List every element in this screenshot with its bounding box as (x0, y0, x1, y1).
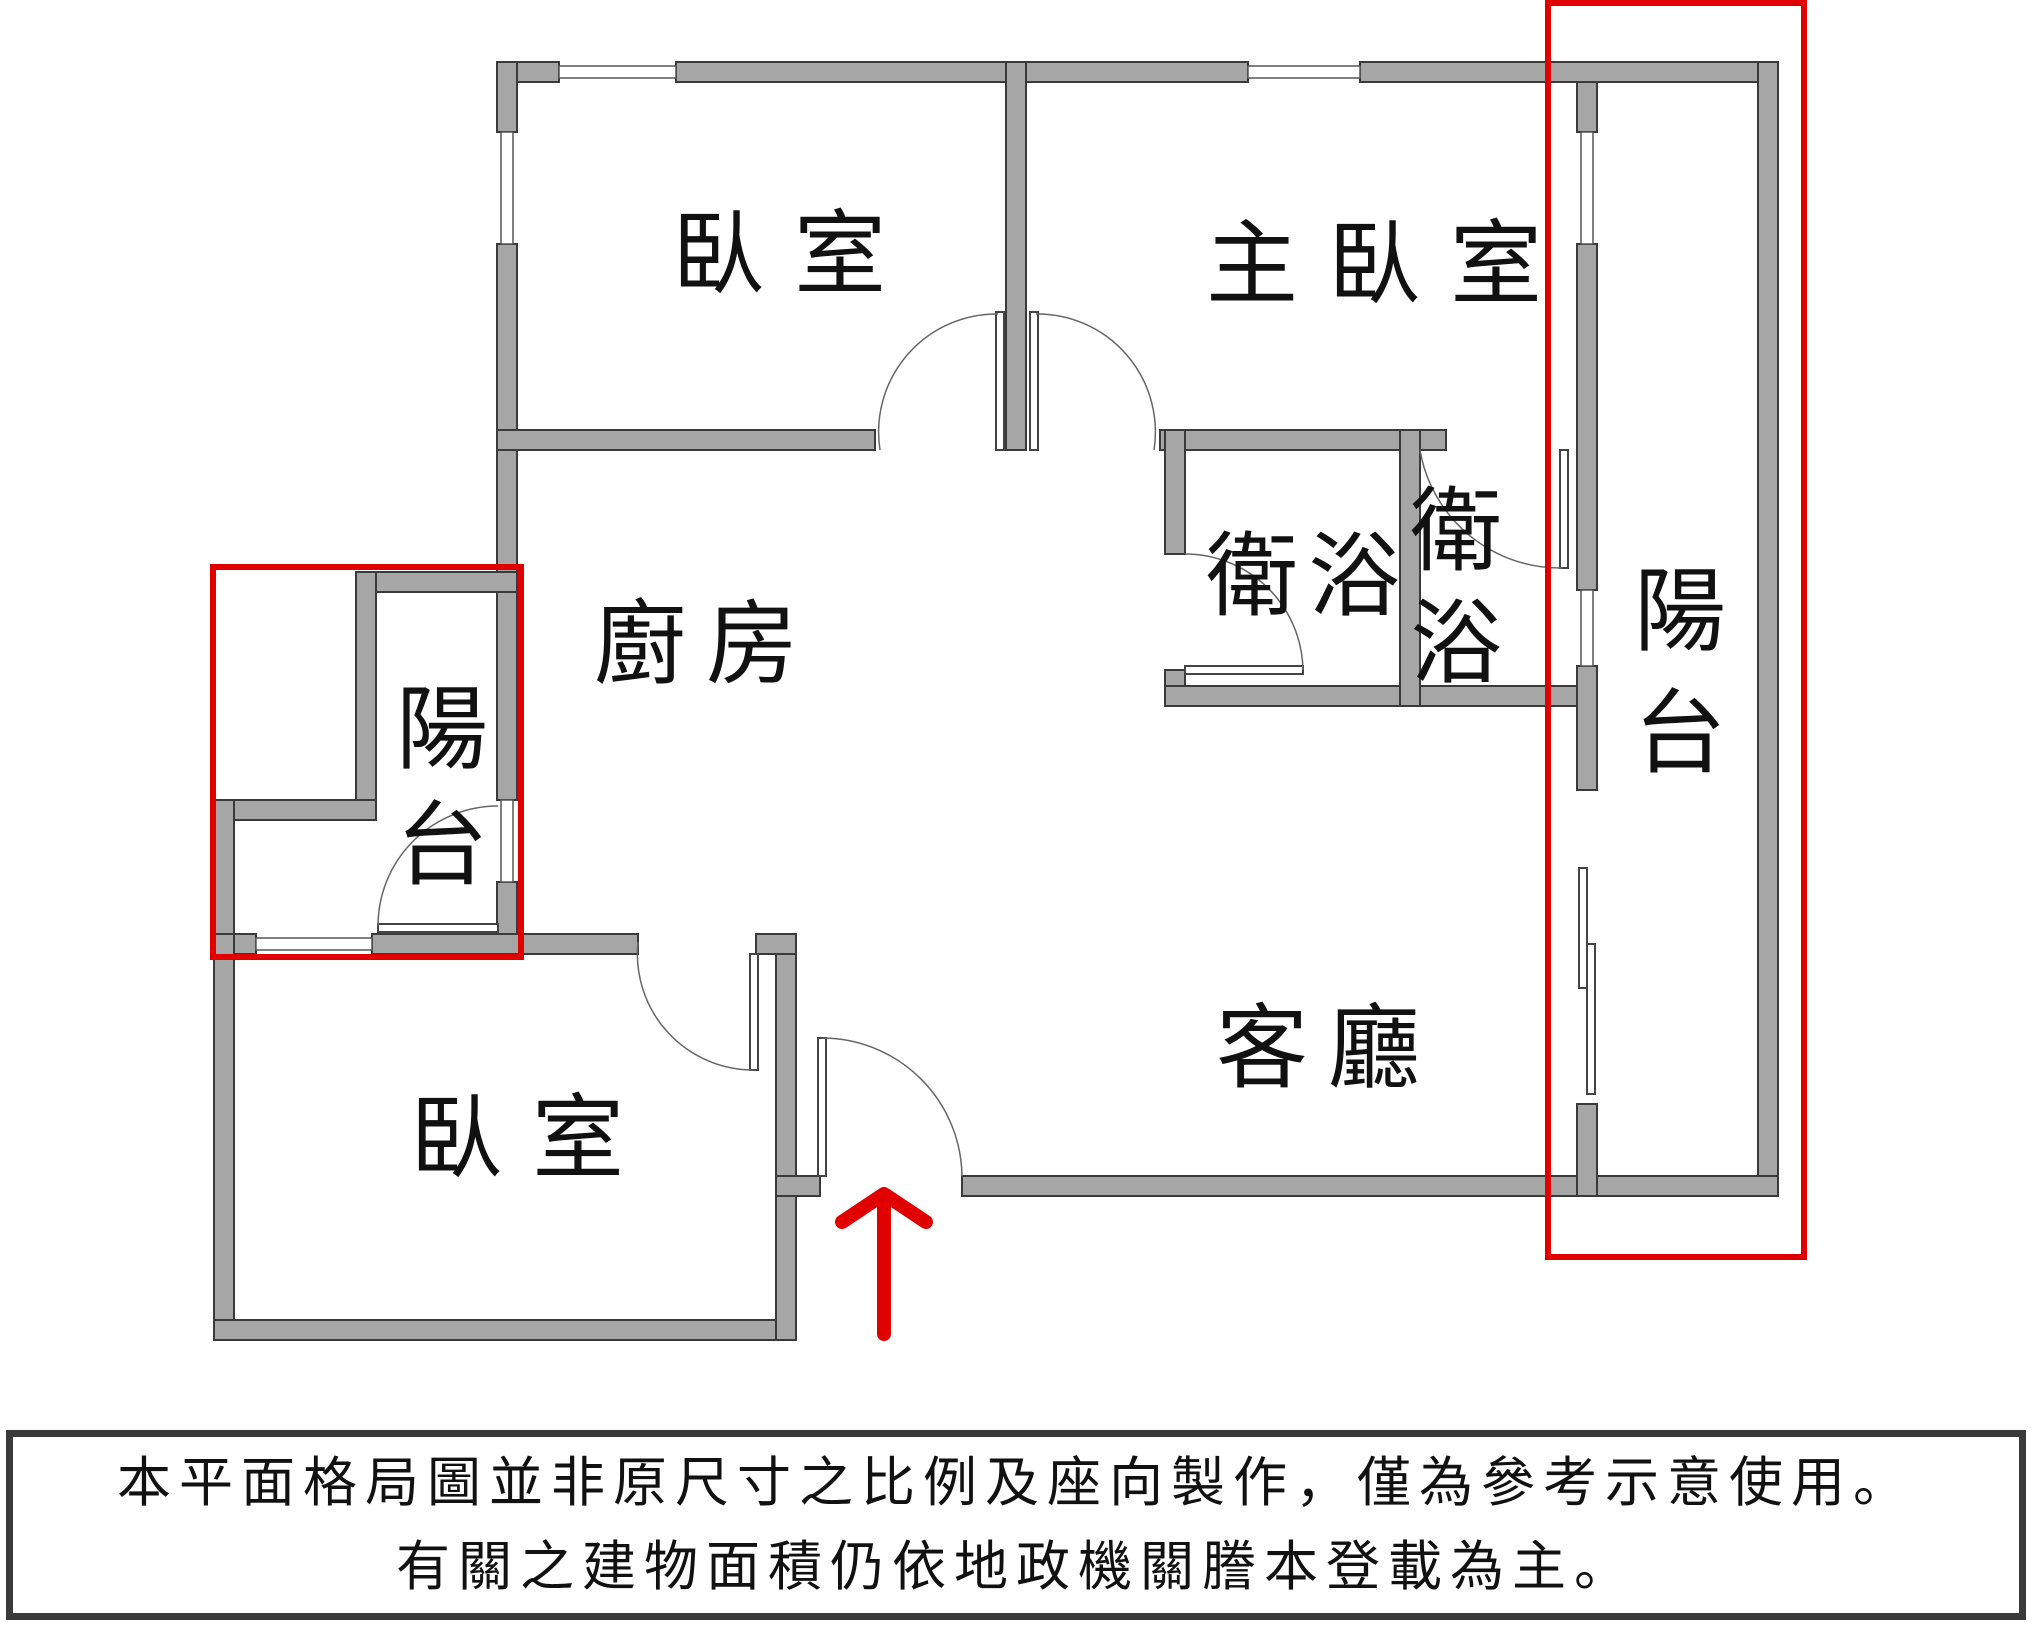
highlight-balcony-left (210, 564, 524, 960)
highlight-balcony-right (1545, 0, 1807, 1260)
wall-lbalcony-top (355, 571, 518, 593)
door-bedroom-top (995, 311, 1005, 451)
wall-bedroom-divider (1005, 61, 1027, 451)
door-bath-2 (1559, 449, 1569, 569)
wall-balcony-inner-1 (1576, 81, 1598, 133)
room-label-bedroom-bottom: 臥室 (410, 1085, 654, 1192)
wall-bath-bottom (1164, 685, 1578, 707)
window-balcony-2 (1580, 589, 1594, 667)
wall-bedroom2-left (213, 933, 235, 1341)
door-entrance (817, 1037, 827, 1177)
room-label-master-bedroom: 主臥室 (1206, 211, 1572, 318)
wall-outer-right (1757, 61, 1779, 1197)
room-label-balcony-left: 陽台 (381, 680, 488, 912)
window-lbalcony-bottom (255, 937, 373, 951)
sliding-door-balcony-2 (1586, 943, 1596, 1095)
wall-bedroom-bottom (496, 429, 876, 451)
wall-left-upper (496, 61, 518, 133)
wall-bedroom2-bottom (213, 1319, 797, 1341)
doors (377, 311, 1569, 1177)
wall-left-mid (496, 243, 518, 801)
walls (213, 61, 1779, 1341)
room-label-balcony-right: 陽台 (1619, 562, 1726, 806)
wall-bedroom2-right (775, 933, 797, 1341)
wall-lbalcony-step (213, 799, 377, 821)
wall-top-center (675, 61, 1249, 83)
wall-lbalcony-left (213, 799, 235, 941)
room-label-kitchen: 廚房 (594, 591, 818, 698)
sliding-door-balcony (1578, 867, 1588, 989)
window-top-2 (1247, 65, 1361, 79)
door-balcony-left (377, 923, 499, 933)
floor-plan: 臥室 主臥室 廚房 衛浴 衛浴 陽台 陽台 客廳 臥室 (210, 0, 1807, 1341)
wall-entry-stub (775, 1175, 821, 1197)
wall-bath-top (1159, 429, 1447, 451)
wall-bath-left-upper (1164, 429, 1186, 555)
wall-top-right (1359, 61, 1779, 83)
door-bath-1 (1184, 665, 1304, 675)
disclaimer-line-2: 有關之建物面積仍依地政機關謄本登載為主。 (396, 1535, 1636, 1598)
window-balcony-1 (1580, 131, 1594, 245)
door-bedroom-bottom (749, 953, 759, 1071)
room-label-bath-2: 衛浴 (1395, 482, 1502, 706)
wall-bottom-right (961, 1175, 1779, 1197)
door-master-bedroom (1029, 311, 1039, 451)
wall-lbalcony-bottom-b (371, 933, 639, 955)
window-top-1 (558, 65, 677, 79)
disclaimer-line-1: 本平面格局圖並非原尺寸之比例及座向製作，僅為參考示意使用。 (117, 1451, 1915, 1514)
window-left-2 (500, 799, 514, 883)
windows (255, 65, 1596, 1095)
wall-bedroom2-top-right (755, 933, 797, 955)
wall-lbalcony-upright (355, 571, 377, 803)
wall-bath-divider (1399, 429, 1421, 707)
wall-balcony-inner-3 (1576, 665, 1598, 791)
disclaimer-box: 本平面格局圖並非原尺寸之比例及座向製作，僅為參考示意使用。 有關之建物面積仍依地… (6, 1430, 2026, 1620)
room-label-bedroom-top: 臥室 (672, 201, 916, 308)
wall-balcony-inner-2 (1576, 243, 1598, 591)
room-label-living-room: 客廳 (1216, 995, 1440, 1102)
window-left-1 (500, 131, 514, 245)
room-label-bath-1: 衛浴 (1206, 523, 1410, 630)
up-arrow-icon (835, 1187, 933, 1341)
wall-balcony-inner-4 (1576, 1103, 1598, 1197)
wall-left-lower (496, 881, 518, 935)
